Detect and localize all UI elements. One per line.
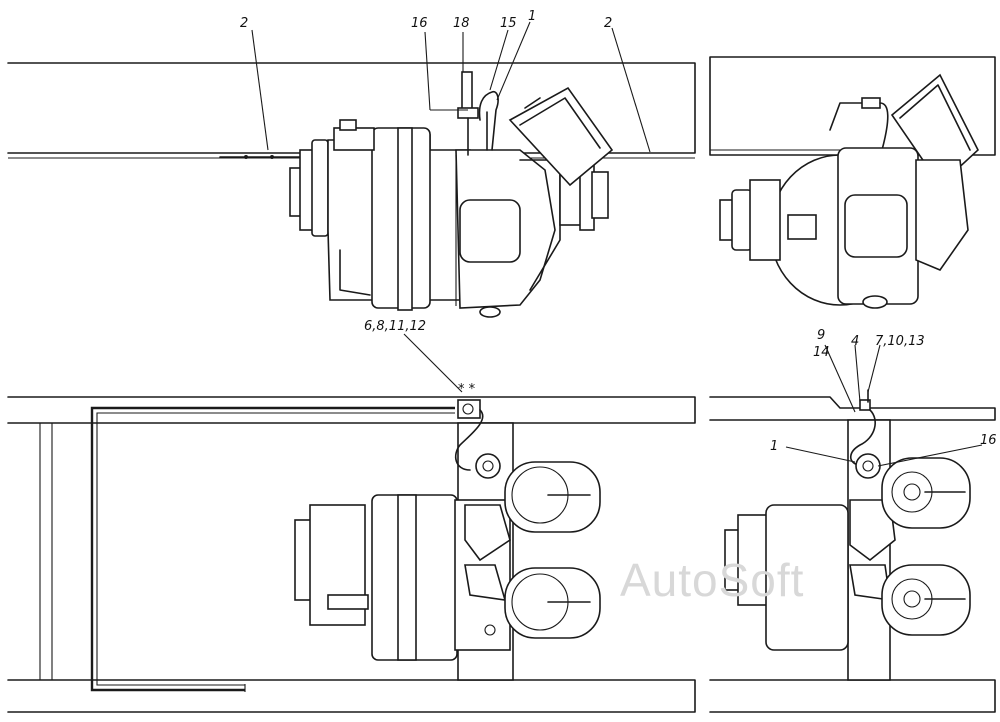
frame-rail-top-right: [709, 56, 996, 156]
rear-flange: [289, 139, 329, 237]
top-left-view: 2 16 18 15 1 2: [7, 9, 696, 318]
frame-rail-bottom-left-bottom: [7, 679, 696, 713]
frame-rail-bottom-right-top: [709, 396, 996, 421]
callout-7-10-13: 7,10,13: [875, 334, 925, 349]
cylinder-upper-right: [881, 457, 971, 529]
gearbox-plan-right: [724, 499, 896, 651]
watermark: AutoSoft: [620, 554, 804, 606]
gearbox-plan: [294, 494, 511, 661]
callout-6-8-11-12: 6,8,11,12: [364, 319, 426, 334]
frame-rail-bottom-left-top: [7, 396, 696, 424]
gearbox-body-end: [769, 147, 969, 309]
bottom-left-view: 6,8,11,12 * *: [7, 319, 696, 713]
pipe-loop: [90, 406, 455, 692]
callout-15: 15: [500, 16, 517, 31]
callout-1-right: 1: [770, 439, 778, 454]
cylinder-upper-left: [504, 461, 601, 533]
leaders-top-left: [251, 21, 651, 153]
clamp-block: [457, 399, 481, 419]
cylinder-lower-right: [881, 564, 971, 636]
callout-16-top: 16: [411, 16, 428, 31]
end-flange-right: [719, 179, 781, 261]
callout-2-right: 2: [604, 16, 612, 31]
callout-1-top: 1: [528, 9, 536, 24]
frame-rail-bottom-right-bottom: [709, 679, 996, 713]
hose-15: [478, 90, 499, 151]
top-unit-left: [508, 86, 614, 187]
callout-14: 14: [813, 345, 830, 360]
bottom-right-view: 9 14 4 7,10,13 1 16: [709, 328, 997, 713]
sensor-18: [457, 71, 479, 156]
callout-4: 4: [851, 334, 859, 349]
asterisk-mark: * *: [458, 382, 476, 397]
callout-2-left: 2: [240, 16, 248, 31]
gearbox-body-side: [327, 119, 561, 318]
callout-9: 9: [817, 328, 825, 343]
callout-16-right: 16: [980, 433, 997, 448]
top-right-view: [709, 56, 996, 309]
cylinder-lower-left: [504, 567, 601, 639]
callout-18: 18: [453, 16, 470, 31]
